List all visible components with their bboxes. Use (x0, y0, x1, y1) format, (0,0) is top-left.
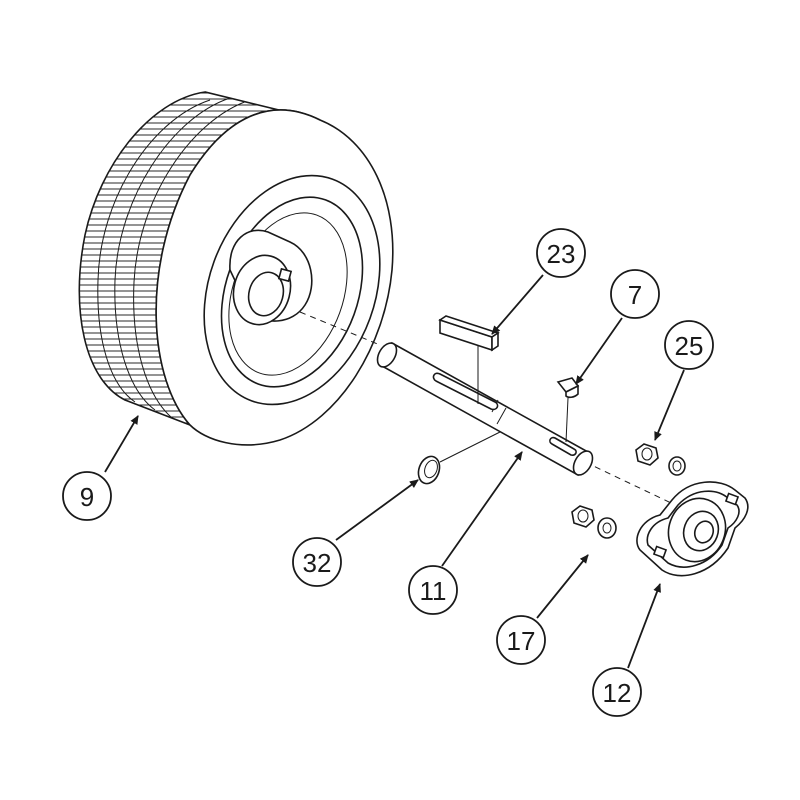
wheel-assembly (78, 91, 394, 446)
wheel-hub (229, 229, 313, 326)
svg-text:32: 32 (303, 548, 332, 578)
svg-text:23: 23 (547, 239, 576, 269)
callout-23: 23 (491, 228, 586, 335)
wheel-groove-lines (97, 97, 251, 419)
callout-9: 9 (62, 415, 139, 521)
callout-11: 11 (408, 451, 523, 615)
svg-text:9: 9 (80, 482, 94, 512)
callout-25: 25 (654, 320, 714, 441)
svg-text:17: 17 (507, 626, 536, 656)
nut-washer-upper (635, 443, 686, 476)
callout-12: 12 (592, 583, 661, 717)
wheel-face-ring (203, 174, 381, 406)
woodruff-key (556, 377, 580, 443)
callout-32: 32 (292, 479, 419, 587)
svg-text:11: 11 (420, 576, 447, 606)
shaft (376, 341, 594, 477)
retaining-ring (417, 431, 501, 485)
nut-washer-lower (571, 505, 617, 539)
svg-text:7: 7 (628, 280, 642, 310)
axis-line-wheel (299, 311, 381, 346)
svg-text:12: 12 (603, 678, 632, 708)
axis-line-bearing (584, 461, 691, 513)
callout-7: 7 (575, 269, 660, 385)
flange-bearing (636, 481, 749, 577)
svg-text:25: 25 (675, 331, 704, 361)
callout-17: 17 (496, 554, 589, 665)
